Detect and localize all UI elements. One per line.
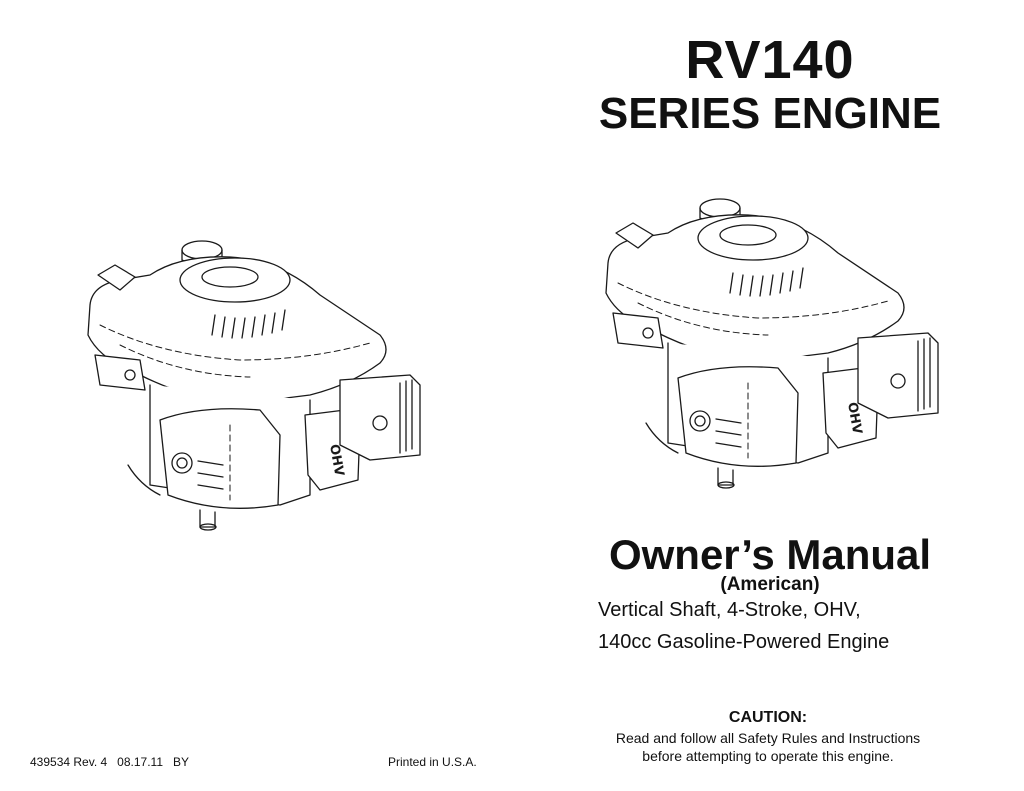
printed-in: Printed in U.S.A. [388, 755, 477, 769]
caution-line2: before attempting to operate this engine… [642, 748, 894, 764]
ohv-label-left: OHV [326, 443, 346, 477]
engine-illustration-front-cover: OHV [598, 193, 948, 493]
engine-description-line1: Vertical Shaft, 4-Stroke, OHV, [598, 599, 861, 621]
engine-description-line2: 140cc Gasoline-Powered Engine [598, 631, 890, 653]
caution-line1: Read and follow all Safety Rules and Ins… [615, 730, 921, 746]
series-title: SERIES ENGINE [598, 89, 942, 138]
model-title: RV140 [685, 30, 855, 90]
engine-illustration-back-cover: OHV [80, 235, 430, 535]
caution-heading: CAUTION: [728, 709, 808, 726]
manual-title: Owner’s Manual [608, 531, 932, 578]
manual-region: (American) [720, 574, 820, 595]
ohv-label-right: OHV [844, 401, 864, 435]
part-number: 439534 Rev. 4 08.17.11 BY [30, 755, 189, 769]
